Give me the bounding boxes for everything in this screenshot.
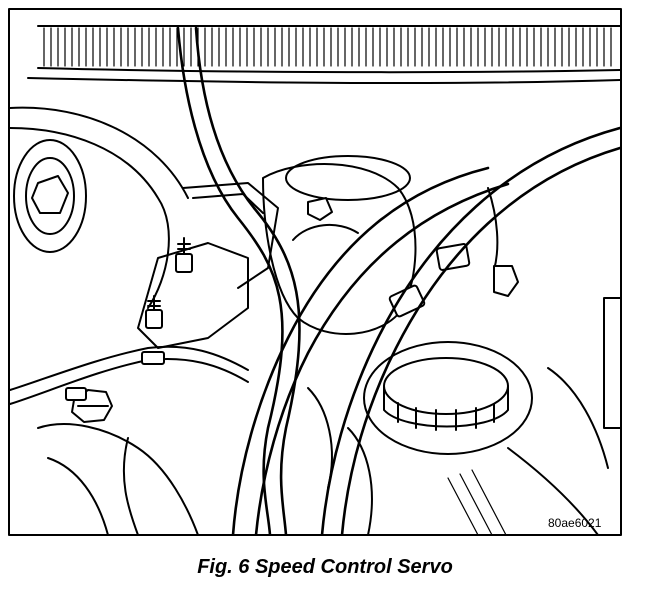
engine-lower-detail bbox=[47, 387, 373, 536]
figure-caption: Fig. 6 Speed Control Servo bbox=[197, 556, 453, 578]
harness-connector bbox=[65, 387, 87, 401]
stud-nut-lower bbox=[145, 295, 163, 329]
stud-nut-upper bbox=[175, 237, 193, 273]
wiring-harness bbox=[9, 345, 249, 536]
strut-tower bbox=[9, 106, 189, 309]
harness-clip bbox=[141, 351, 165, 365]
right-side-component bbox=[447, 297, 621, 536]
vacuum-hoses bbox=[176, 26, 622, 536]
reservoir-cap bbox=[363, 341, 533, 455]
line-drawing bbox=[8, 8, 622, 536]
figure-frame bbox=[8, 8, 622, 536]
radiator-grille bbox=[27, 25, 621, 85]
figure-reference-code: 80ae6021 bbox=[548, 516, 602, 530]
speed-control-servo-illustration bbox=[8, 8, 622, 536]
